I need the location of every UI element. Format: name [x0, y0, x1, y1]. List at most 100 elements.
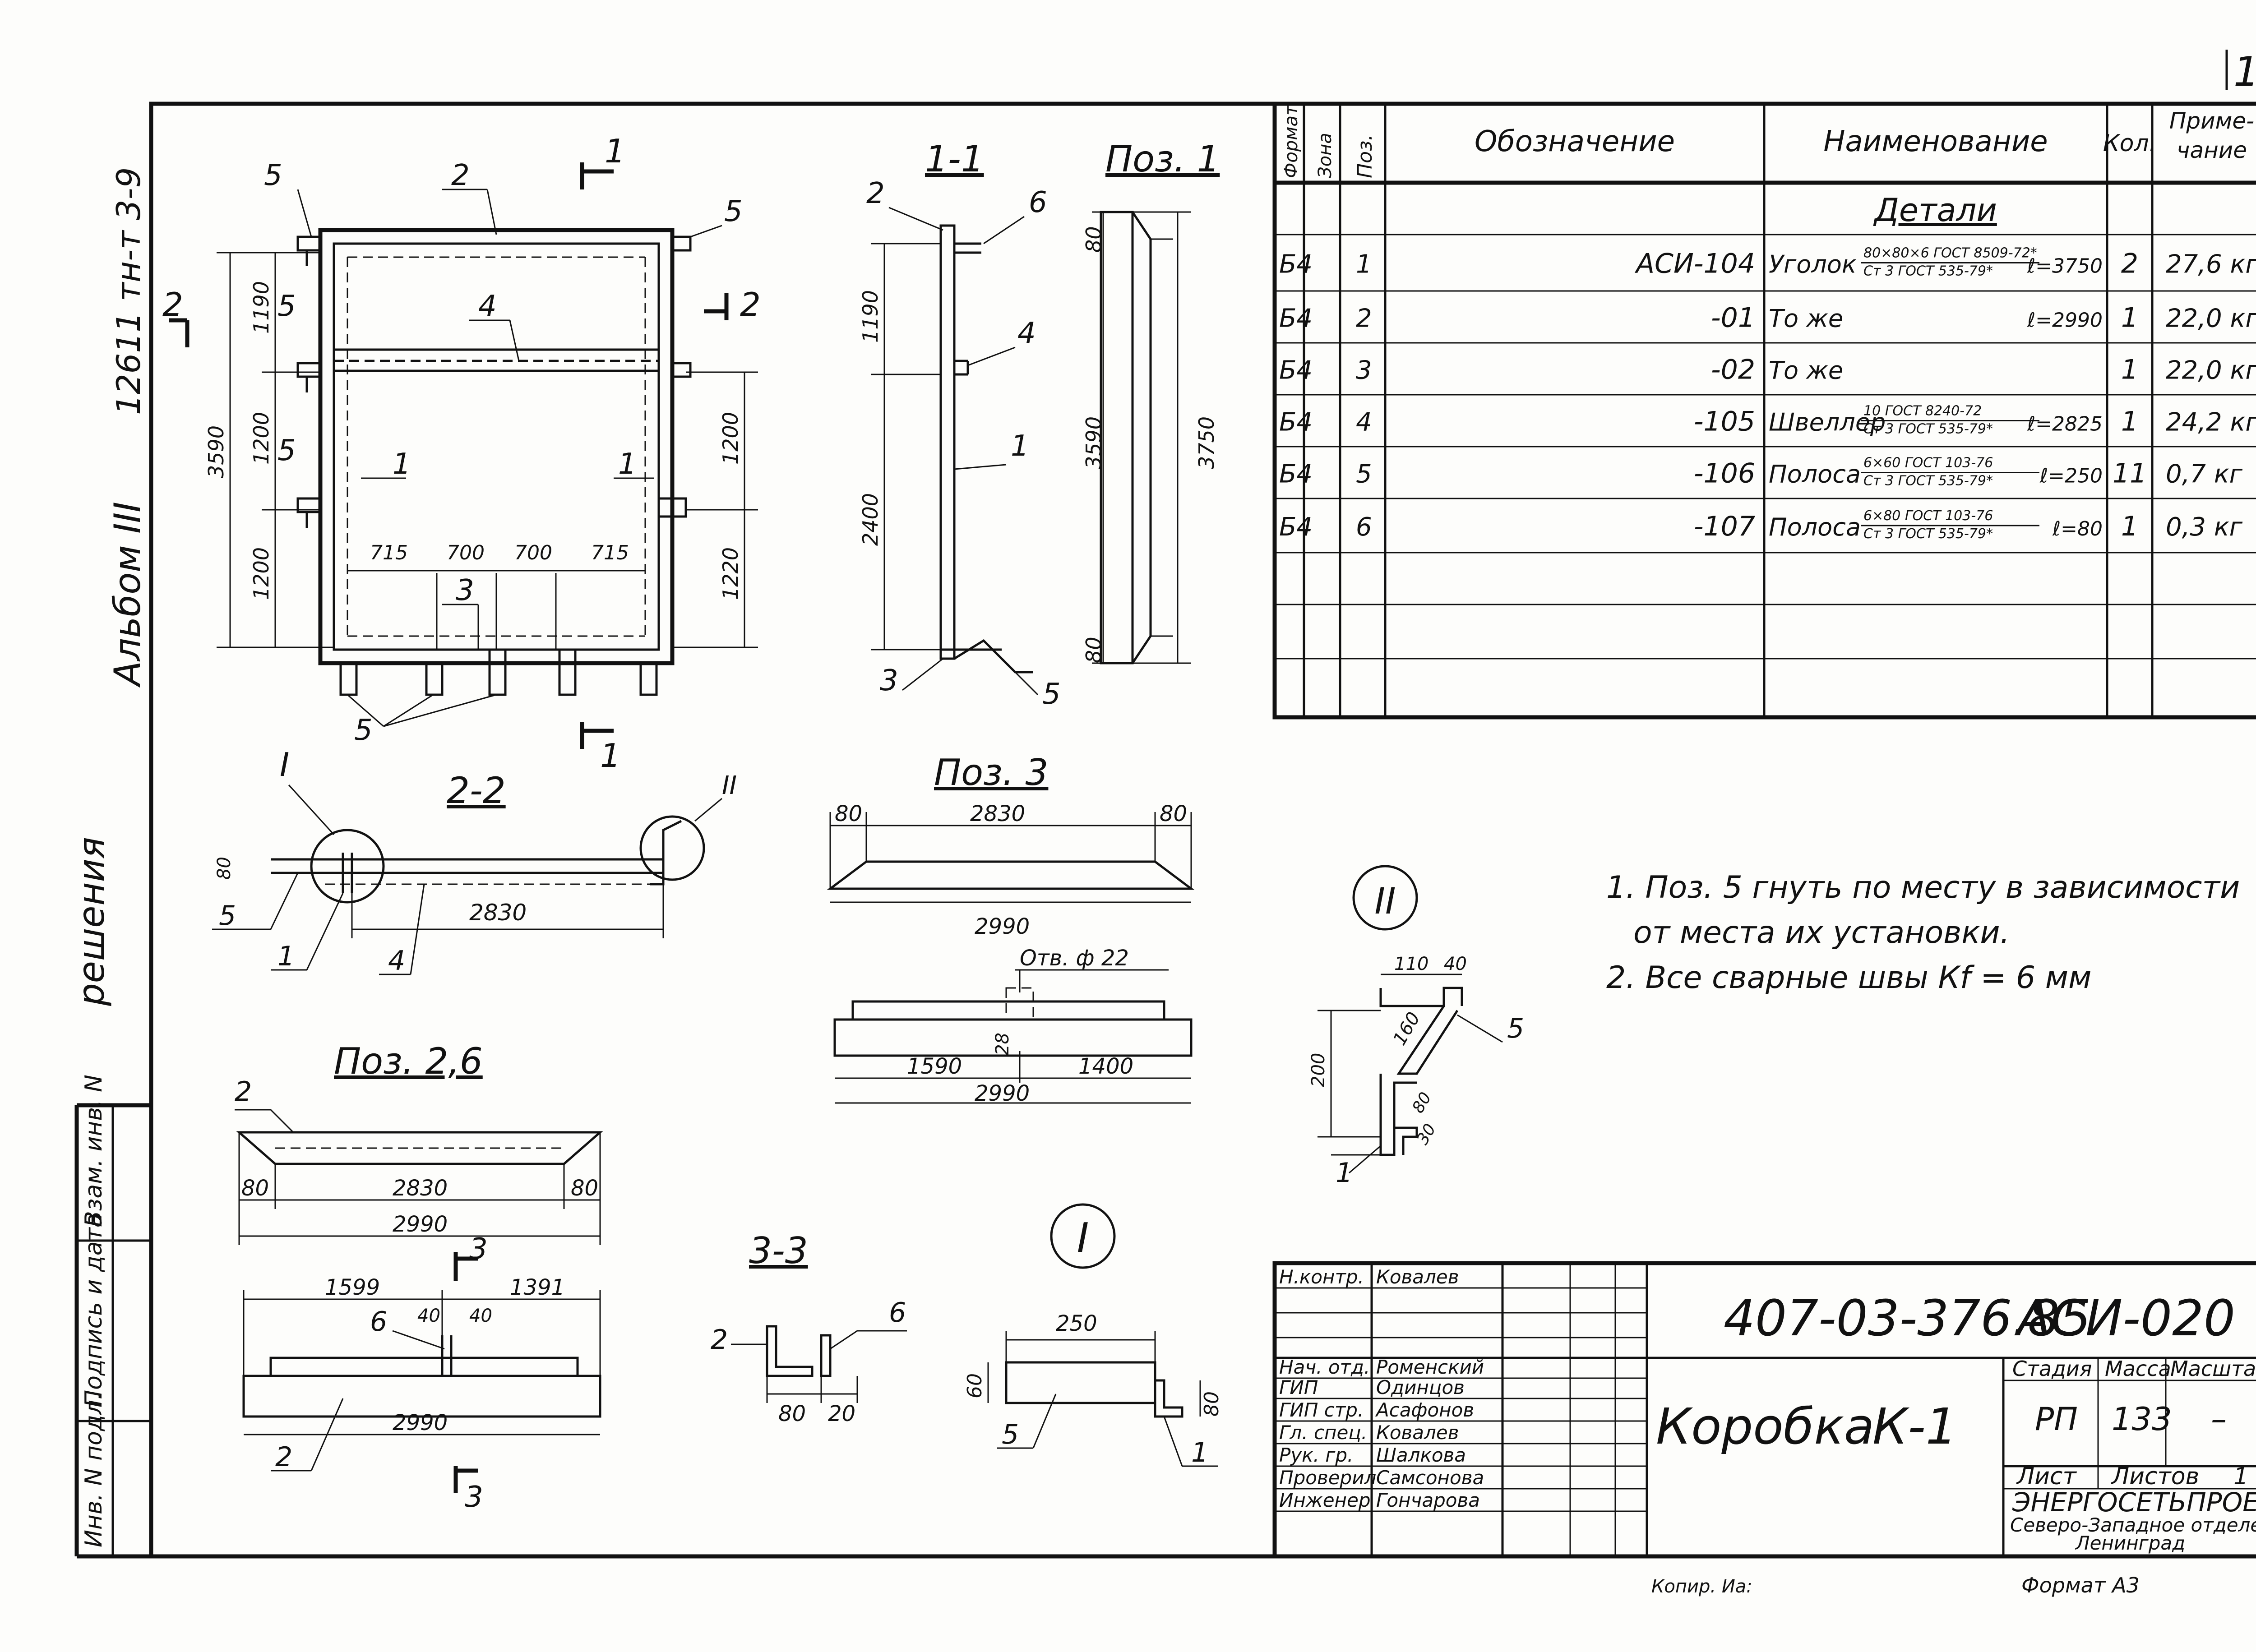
spec-pos-cell: 2	[1356, 304, 1372, 333]
node-I-label: I	[280, 746, 289, 784]
spec-length-cell: ℓ=3750	[2027, 255, 2103, 278]
footer-copied: Копир. Иа:	[1651, 1576, 1752, 1597]
org-branch: Северо-Западное отделение	[2010, 1514, 2256, 1536]
s11-callout-4: 4	[1017, 317, 1036, 350]
spec-name-cell: Швеллер	[1769, 408, 1886, 437]
s11-callout-1: 1	[1011, 429, 1029, 463]
th-name: Наименование	[1823, 125, 2048, 158]
spec-profile-bottom: Ст 3 ГОСТ 535-79*	[1863, 473, 1993, 489]
node-I-title: I	[1077, 1214, 1089, 1262]
spec-profile-bottom: Ст 3 ГОСТ 535-79*	[1863, 263, 1993, 279]
sheet-number: 18	[2233, 48, 2256, 96]
spec-qty-cell: 2	[2121, 248, 2138, 280]
spec-qty-cell: 1	[2121, 354, 2138, 386]
th-note-2: чание	[2177, 137, 2247, 163]
dim-1190: 1190	[249, 281, 273, 334]
staff-role: ГИП стр.	[1279, 1399, 1364, 1421]
staff-name: Гончарова	[1376, 1489, 1480, 1511]
spec-format-cell: Б4	[1279, 304, 1313, 333]
note-2: 2. Все сварные швы Кf = 6 мм	[1606, 960, 2091, 996]
p3-dim-2990-a: 2990	[975, 914, 1030, 939]
spec-name-cell: Полоса	[1769, 513, 1861, 541]
elev-dims-left	[217, 252, 758, 648]
spec-length-cell: ℓ=80	[2052, 517, 2103, 540]
s33-dim-20: 20	[828, 1401, 855, 1426]
pos-3-views	[827, 812, 1195, 1104]
spec-note-cell: 22,0 кг	[2166, 356, 2256, 385]
staff-role: Гл. спец.	[1279, 1421, 1367, 1444]
spec-name-cell: То же	[1769, 305, 1843, 333]
callout-5-d: 5	[277, 434, 296, 467]
n2-dim-40: 40	[1444, 954, 1467, 974]
dim-1200-b: 1200	[249, 547, 273, 600]
staff-name: Роменский	[1376, 1356, 1484, 1378]
n2-callout-5: 5	[1507, 1013, 1524, 1044]
spec-profile-top: 6×80 ГОСТ 103-76	[1863, 508, 1993, 524]
n1-dim-80: 80	[1200, 1391, 1223, 1417]
spec-note-cell: 22,0 кг	[2166, 304, 2256, 333]
staff-role: Проверил	[1279, 1467, 1376, 1489]
p26-callout-2-bot: 2	[275, 1441, 292, 1473]
p3-dim-80-l: 80	[835, 801, 862, 826]
org-city: Ленинград	[2075, 1532, 2185, 1554]
n1-callout-5: 5	[1002, 1419, 1019, 1450]
spec-note-cell: 0,7 кг	[2166, 460, 2243, 489]
spec-designation-cell: -106	[1694, 458, 1755, 489]
node-I-detail	[987, 1331, 1201, 1418]
p26-dim-2990-b: 2990	[393, 1410, 448, 1435]
p26-dim-40-b: 40	[469, 1306, 492, 1326]
scale-label: Масштаб	[2170, 1357, 2256, 1381]
staff-role: Н.контр.	[1279, 1266, 1364, 1288]
p1-dim-3750: 3750	[1194, 416, 1219, 469]
p1-dim-80-bot: 80	[1082, 637, 1106, 663]
callout-3: 3	[456, 574, 474, 607]
spec-format-cell: Б4	[1279, 250, 1313, 279]
mass-value: 133	[2112, 1401, 2172, 1438]
doc-code: 407-03-376.85	[1724, 1289, 2091, 1347]
section-2-2	[271, 815, 705, 938]
stage-value: РП	[2035, 1401, 2078, 1438]
dim-3590: 3590	[204, 425, 228, 478]
spec-table	[1272, 102, 2256, 720]
p3-hole-label: Отв. ф 22	[1020, 946, 1129, 971]
side-stamp-2: Подпись и дата	[80, 1213, 107, 1407]
spec-format-cell: Б4	[1279, 408, 1313, 437]
note-1-line-2: от места их установки.	[1633, 915, 2010, 951]
dim-1200-c: 1200	[718, 412, 743, 465]
s22-callout-1: 1	[277, 941, 295, 972]
title-block	[1272, 1261, 2256, 1559]
dim-1220: 1220	[718, 547, 743, 600]
callout-1-a: 1	[393, 448, 411, 481]
s22-dim-2830: 2830	[469, 900, 527, 926]
s11-dim-1190: 1190	[858, 290, 883, 343]
p26-callout-6: 6	[370, 1306, 387, 1338]
spec-qty-cell: 1	[2121, 406, 2138, 438]
spec-name-cell: Полоса	[1769, 460, 1861, 489]
s33-dim-80: 80	[778, 1401, 806, 1426]
p3-dim-1590: 1590	[907, 1054, 962, 1079]
dim-1200-a: 1200	[249, 412, 273, 465]
p1-dim-80-top: 80	[1082, 226, 1106, 253]
section-2-2-title: 2-2	[447, 770, 506, 812]
node-II-label: II	[722, 771, 737, 800]
spec-pos-cell: 4	[1356, 408, 1372, 437]
cut-3-bottom: 3	[465, 1481, 483, 1514]
doc-name: Коробка	[1656, 1398, 1874, 1455]
stage-label: Стадия	[2012, 1357, 2092, 1381]
spec-profile-top: 80×80×6 ГОСТ 8509-72*	[1863, 245, 2037, 261]
sheet-label: Лист	[2016, 1463, 2077, 1490]
pos-1-view	[1092, 211, 1191, 664]
staff-name: Ковалев	[1376, 1266, 1459, 1288]
cut-1-top: 1	[605, 132, 625, 170]
s22-dim-80: 80	[214, 857, 235, 880]
node-II-title: II	[1374, 880, 1396, 922]
s11-callout-2: 2	[866, 177, 885, 210]
staff-role: Рук. гр.	[1279, 1444, 1353, 1466]
th-format: Формат	[1281, 104, 1302, 178]
dim-700-b: 700	[514, 541, 552, 564]
callout-5-c: 5	[277, 290, 296, 323]
